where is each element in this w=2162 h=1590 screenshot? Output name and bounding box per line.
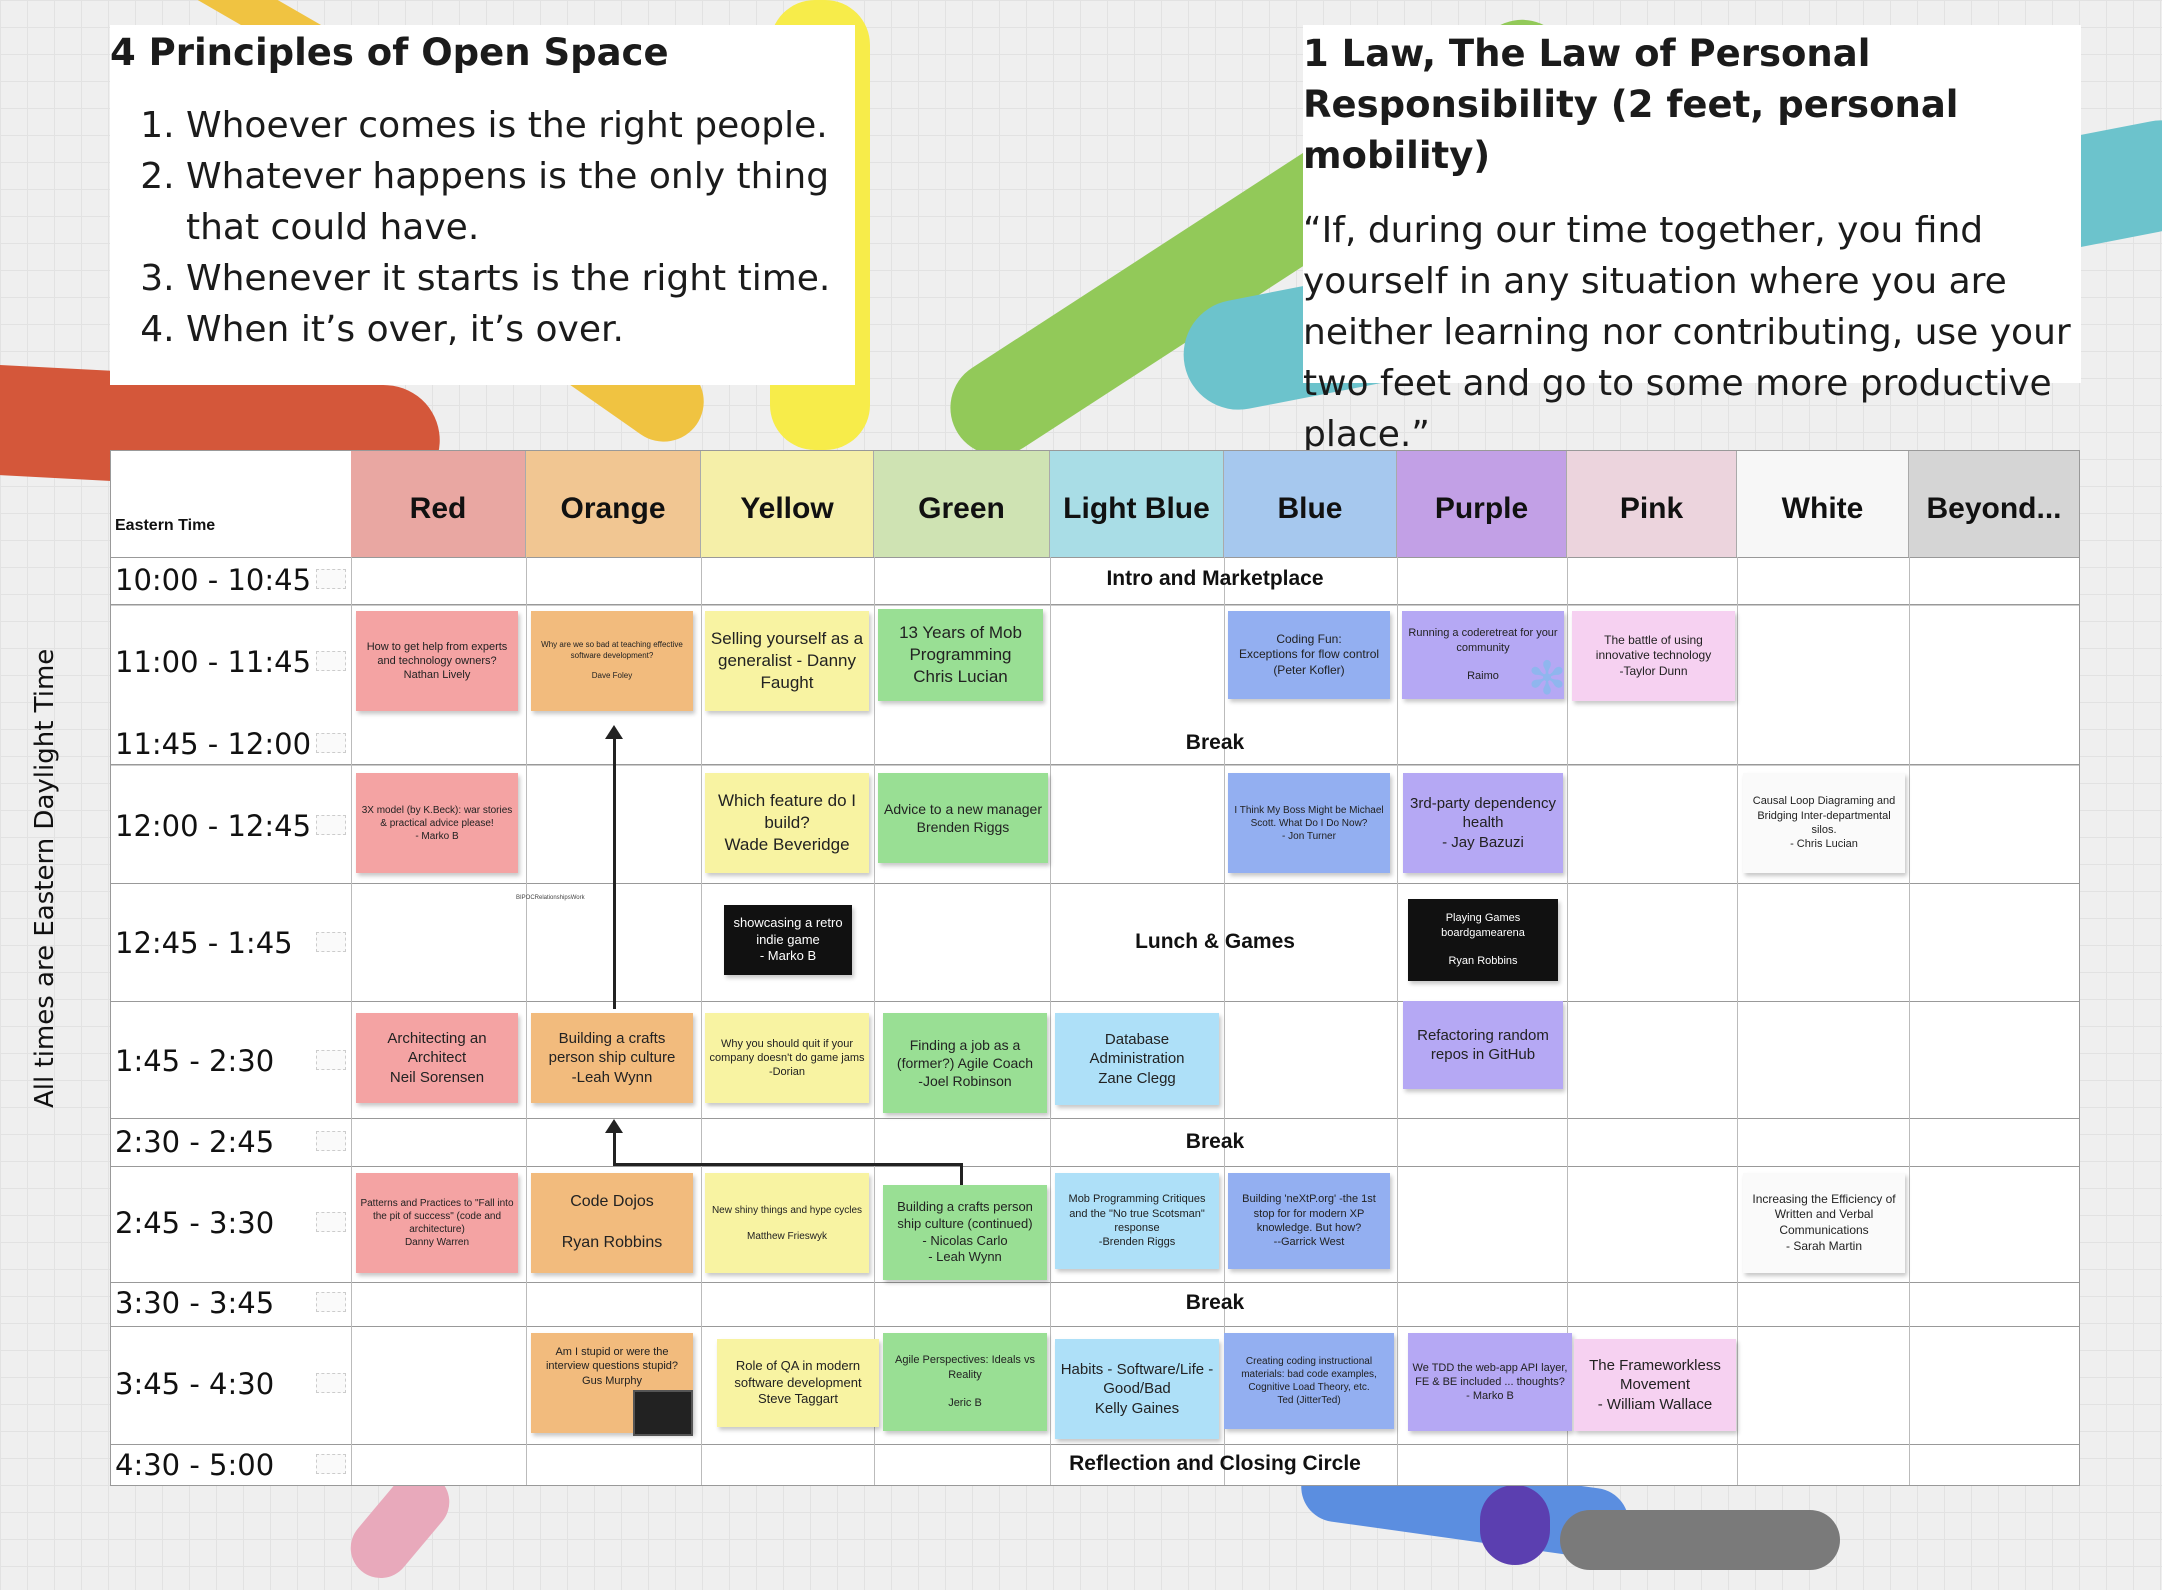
tiny-board-label: BIPOCRelationshipsWork	[516, 895, 585, 901]
session-note[interactable]: Code Dojos Ryan Robbins	[531, 1173, 693, 1273]
room-header-light-blue: Light Blue	[1050, 451, 1224, 557]
room-header-beyond: Beyond...	[1909, 451, 2079, 557]
arrow-connector	[613, 733, 616, 1009]
session-note[interactable]: I Think My Boss Might be Michael Scott. …	[1228, 773, 1390, 873]
session-note[interactable]: Refactoring random repos in GitHub	[1403, 1001, 1563, 1089]
principle-item: When it’s over, it’s over.	[186, 304, 855, 355]
session-note[interactable]: showcasing a retro indie game - Marko B	[724, 905, 852, 975]
time-slot: 2:45 - 3:30	[115, 1206, 275, 1240]
session-note[interactable]: Causal Loop Diagraming and Bridging Inte…	[1743, 773, 1905, 873]
law-card: 1 Law, The Law of Personal Responsibilit…	[1303, 25, 2081, 455]
room-header-green: Green	[874, 451, 1050, 557]
arrow-head-icon	[605, 725, 623, 739]
session-note[interactable]: 3X model (by K.Beck): war stories & prac…	[356, 773, 518, 873]
session-note[interactable]: New shiny things and hype cycles Matthew…	[705, 1173, 869, 1273]
time-slot: 1:45 - 2:30	[115, 1044, 275, 1078]
session-note[interactable]: Advice to a new manager Brenden Riggs	[878, 773, 1048, 863]
law-quote: “If, during our time together, you find …	[1303, 210, 2071, 455]
span-break: Break	[1185, 731, 1245, 754]
session-note[interactable]: Building a crafts person ship culture -L…	[531, 1013, 693, 1103]
timezone-side-label: All times are Eastern Daylight Time	[30, 648, 60, 1108]
session-note[interactable]: Which feature do I build? Wade Beveridge	[705, 773, 869, 873]
session-note[interactable]: Selling yourself as a generalist - Danny…	[705, 611, 869, 711]
principle-item: Whenever it starts is the right time.	[186, 253, 855, 304]
arrow-connector	[613, 1133, 616, 1165]
principle-item: Whoever comes is the right people.	[186, 100, 855, 151]
session-note[interactable]: Building a crafts person ship culture (c…	[883, 1185, 1047, 1280]
time-slot: 12:00 - 12:45	[115, 809, 312, 843]
session-note[interactable]: Increasing the Efficiency of Written and…	[1743, 1173, 1905, 1273]
law-title: 1 Law, The Law of Personal Responsibilit…	[1303, 32, 1959, 177]
time-slot: 4:30 - 5:00	[115, 1448, 275, 1482]
schedule-grid: Eastern Time Red Orange Yellow Green Lig…	[110, 450, 2080, 1486]
session-note[interactable]: Coding Fun: Exceptions for flow control …	[1228, 611, 1390, 699]
video-thumbnail[interactable]	[633, 1390, 693, 1436]
session-note[interactable]: Running a coderetreat for your community…	[1402, 611, 1564, 699]
principles-list: Whoever comes is the right people. Whate…	[110, 100, 855, 355]
principles-card: 4 Principles of Open Space Whoever comes…	[110, 25, 855, 385]
principles-title: 4 Principles of Open Space	[110, 31, 669, 74]
time-slot: 10:00 - 10:45	[115, 563, 312, 597]
session-note[interactable]: Playing Games boardgamearena Ryan Robbin…	[1408, 899, 1558, 981]
time-slot: 11:00 - 11:45	[115, 645, 312, 679]
room-header-pink: Pink	[1567, 451, 1737, 557]
session-note[interactable]: Habits - Software/Life - Good/Bad Kelly …	[1055, 1339, 1219, 1439]
session-note[interactable]: 13 Years of Mob Programming Chris Lucian	[878, 609, 1043, 701]
time-slot: 12:45 - 1:45	[115, 926, 293, 960]
room-header-yellow: Yellow	[701, 451, 874, 557]
room-header-red: Red	[351, 451, 526, 557]
principle-item: Whatever happens is the only thing that …	[186, 151, 855, 253]
coderetreat-logo-icon: ✻	[1527, 652, 1567, 704]
span-intro: Intro and Marketplace	[1106, 567, 1324, 590]
arrow-connector	[960, 1163, 963, 1188]
session-note[interactable]: Agile Perspectives: Ideals vs Reality Je…	[883, 1333, 1047, 1431]
timezone-header: Eastern Time	[115, 517, 216, 534]
room-header-blue: Blue	[1224, 451, 1397, 557]
decor-stripe-gray-bottom	[1560, 1510, 1840, 1570]
room-header-white: White	[1737, 451, 1909, 557]
arrow-connector	[613, 1163, 963, 1166]
session-note[interactable]: Architecting an Architect Neil Sorensen	[356, 1013, 518, 1103]
time-slot: 2:30 - 2:45	[115, 1125, 275, 1159]
span-closing: Reflection and Closing Circle	[1069, 1452, 1361, 1475]
session-note[interactable]: Database Administration Zane Clegg	[1055, 1013, 1219, 1105]
room-header-orange: Orange	[526, 451, 701, 557]
arrow-head-icon	[605, 1119, 623, 1133]
session-note[interactable]: Building 'neXtP.org' -the 1st stop for f…	[1228, 1173, 1390, 1269]
session-note[interactable]: Patterns and Practices to "Fall into the…	[356, 1173, 518, 1273]
session-note[interactable]: The battle of using innovative technolog…	[1572, 611, 1735, 701]
session-note[interactable]: Why are we so bad at teaching effective …	[531, 611, 693, 711]
session-note[interactable]: Mob Programming Critiques and the "No tr…	[1055, 1173, 1219, 1269]
room-header-purple: Purple	[1397, 451, 1567, 557]
span-break: Break	[1185, 1291, 1245, 1314]
span-lunch-games: Lunch & Games	[1135, 930, 1295, 953]
decor-stripe-purple-bottom	[1480, 1485, 1550, 1565]
session-note[interactable]: Finding a job as a (former?) Agile Coach…	[883, 1013, 1047, 1113]
session-note[interactable]: We TDD the web-app API layer, FE & BE in…	[1408, 1333, 1572, 1431]
session-note[interactable]: Role of QA in modern software developmen…	[717, 1339, 879, 1427]
span-break: Break	[1185, 1130, 1245, 1153]
session-note[interactable]: The Frameworkless Movement - William Wal…	[1574, 1339, 1736, 1431]
session-note[interactable]: Creating coding instructional materials:…	[1224, 1333, 1394, 1429]
session-note[interactable]: Why you should quit if your company does…	[705, 1013, 869, 1103]
session-note[interactable]: 3rd-party dependency health - Jay Bazuzi	[1403, 773, 1563, 873]
time-slot: 11:45 - 12:00	[115, 727, 312, 761]
time-slot: 3:30 - 3:45	[115, 1286, 275, 1320]
session-note[interactable]: How to get help from experts and technol…	[356, 611, 518, 711]
time-slot: 3:45 - 4:30	[115, 1367, 275, 1401]
